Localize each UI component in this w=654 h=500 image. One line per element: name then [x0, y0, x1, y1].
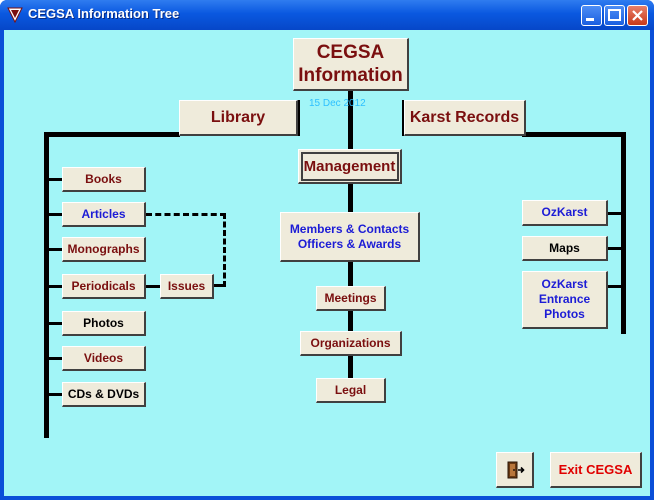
members-contacts-button[interactable]: Members & Contacts Officers & Awards: [280, 212, 420, 262]
title-bar[interactable]: CEGSA Information Tree: [0, 0, 654, 30]
periodicals-button[interactable]: Periodicals: [62, 274, 146, 299]
exit-door-button[interactable]: [496, 452, 534, 488]
app-logo-icon: [7, 7, 23, 23]
close-button[interactable]: [627, 5, 648, 26]
organizations-button[interactable]: Organizations: [300, 331, 402, 356]
cegsa-information-button[interactable]: CEGSA Information: [293, 38, 409, 91]
connector-karst-trunk: [621, 132, 626, 334]
connector-articles-issues-dashed: [146, 213, 226, 216]
exit-cegsa-button[interactable]: Exit CEGSA: [550, 452, 642, 488]
connector-cds: [44, 393, 62, 396]
connector-photos: [44, 322, 62, 325]
maximize-icon: [608, 9, 621, 21]
entrance-line3: Photos: [544, 307, 585, 321]
ozkarst-entrance-photos-button[interactable]: OzKarst Entrance Photos: [522, 271, 608, 329]
connector-maps: [608, 247, 624, 250]
connector-issues: [146, 285, 160, 288]
legal-button[interactable]: Legal: [316, 378, 386, 403]
current-date: 15 Dec 2012: [309, 98, 366, 109]
connector-library-stub: [296, 100, 300, 136]
articles-button[interactable]: Articles: [62, 202, 146, 227]
monographs-button[interactable]: Monographs: [62, 237, 146, 262]
cds-dvds-button[interactable]: CDs & DVDs: [62, 382, 146, 407]
close-icon: [632, 10, 643, 21]
photos-button[interactable]: Photos: [62, 311, 146, 336]
connector-issues-dashed-end: [214, 284, 226, 287]
members-line1: Members & Contacts: [289, 221, 410, 236]
tree-canvas: [4, 30, 650, 496]
karst-records-button[interactable]: Karst Records: [404, 100, 526, 136]
books-button[interactable]: Books: [62, 167, 146, 192]
minimize-icon: [586, 18, 594, 21]
management-button[interactable]: Management: [298, 149, 402, 184]
connector-videos: [44, 357, 62, 360]
connector-books: [44, 178, 62, 181]
minimize-button[interactable]: [581, 5, 602, 26]
maps-button[interactable]: Maps: [522, 236, 608, 261]
connector-entrance-photos: [608, 285, 624, 288]
connector-karst-branch: [522, 132, 626, 137]
meetings-button[interactable]: Meetings: [316, 286, 386, 311]
maximize-button[interactable]: [604, 5, 625, 26]
library-button[interactable]: Library: [179, 100, 298, 136]
ozkarst-button[interactable]: OzKarst: [522, 200, 608, 226]
issues-button[interactable]: Issues: [160, 274, 214, 299]
exit-door-icon: [507, 461, 525, 478]
connector-articles: [44, 213, 62, 216]
cegsa-title-line2: Information: [298, 65, 403, 86]
connector-ozkarst: [608, 212, 624, 215]
window-title: CEGSA Information Tree: [28, 6, 180, 21]
entrance-line2: Entrance: [538, 292, 591, 306]
connector-issues-dashed-vertical: [223, 213, 226, 287]
videos-button[interactable]: Videos: [62, 346, 146, 371]
entrance-line1: OzKarst: [541, 277, 588, 291]
members-line2: Officers & Awards: [297, 236, 402, 251]
connector-periodicals: [44, 285, 62, 288]
connector-main-vertical: [348, 88, 353, 152]
connector-library-branch: [44, 132, 180, 137]
cegsa-title-line1: CEGSA: [316, 42, 385, 63]
connector-monographs: [44, 248, 62, 251]
